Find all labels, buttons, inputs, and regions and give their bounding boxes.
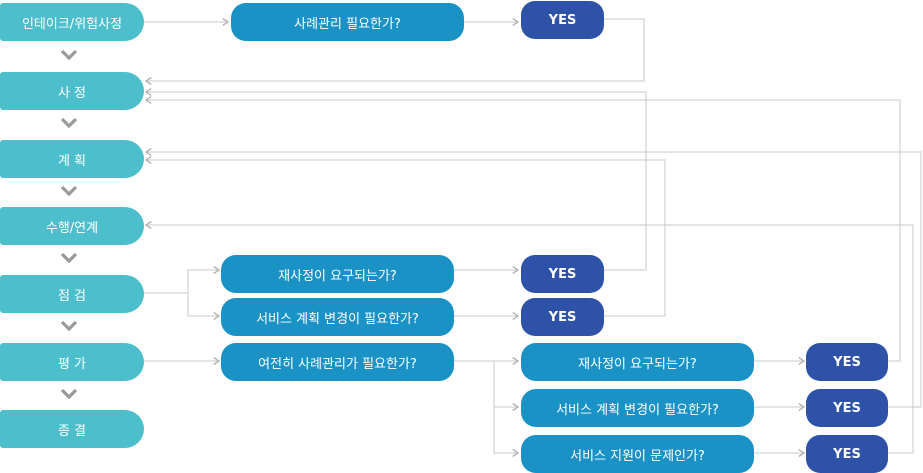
step-closure: 종 결 <box>0 410 144 448</box>
step-assessment: 사 정 <box>0 72 144 110</box>
question-still-case-mgmt-needed: 여전히 사례관리가 필요한가? <box>221 343 454 381</box>
question-reassess-needed: 재사정이 요구되는가? <box>221 255 454 293</box>
chevron-down-icon <box>60 320 78 332</box>
chevron-down-icon <box>60 49 78 61</box>
yes-eval-plan-change: YES <box>806 389 888 427</box>
chevron-down-icon <box>60 117 78 129</box>
question-service-support-issue: 서비스 지원이 문제인가? <box>521 435 754 473</box>
question-eval-reassess-needed: 재사정이 요구되는가? <box>521 343 754 381</box>
chevron-down-icon <box>60 388 78 400</box>
step-monitoring: 점 검 <box>0 275 144 313</box>
yes-case-mgmt: YES <box>521 1 604 39</box>
step-planning: 계 획 <box>0 140 144 178</box>
yes-plan-change: YES <box>521 298 604 336</box>
step-intake: 인테이크/위험사정 <box>0 3 144 41</box>
yes-service-support: YES <box>806 435 888 473</box>
connector-yes-1-to-assessment <box>146 18 645 81</box>
chevron-down-icon <box>60 252 78 264</box>
connector-eval-yes-3-to-execution <box>146 225 914 454</box>
question-case-mgmt-needed: 사례관리 필요한가? <box>231 3 464 41</box>
yes-reassess: YES <box>521 255 604 293</box>
connector-monitoring-branch <box>144 270 219 294</box>
connector-yes-2-to-assessment <box>146 92 647 271</box>
question-plan-change-needed: 서비스 계획 변경이 필요한가? <box>221 298 454 336</box>
step-execution: 수행/연계 <box>0 207 144 245</box>
connector-monitoring-branch-2 <box>187 293 219 316</box>
connector-yes-3-to-planning <box>146 160 666 317</box>
yes-eval-reassess: YES <box>806 343 888 381</box>
question-eval-plan-change-needed: 서비스 계획 변경이 필요한가? <box>521 389 754 427</box>
step-evaluation: 평 가 <box>0 343 144 381</box>
chevron-down-icon <box>60 185 78 197</box>
connector-eval-yes-1-to-assessment <box>146 100 901 362</box>
connector-eval-yes-2-to-planning <box>146 152 922 408</box>
